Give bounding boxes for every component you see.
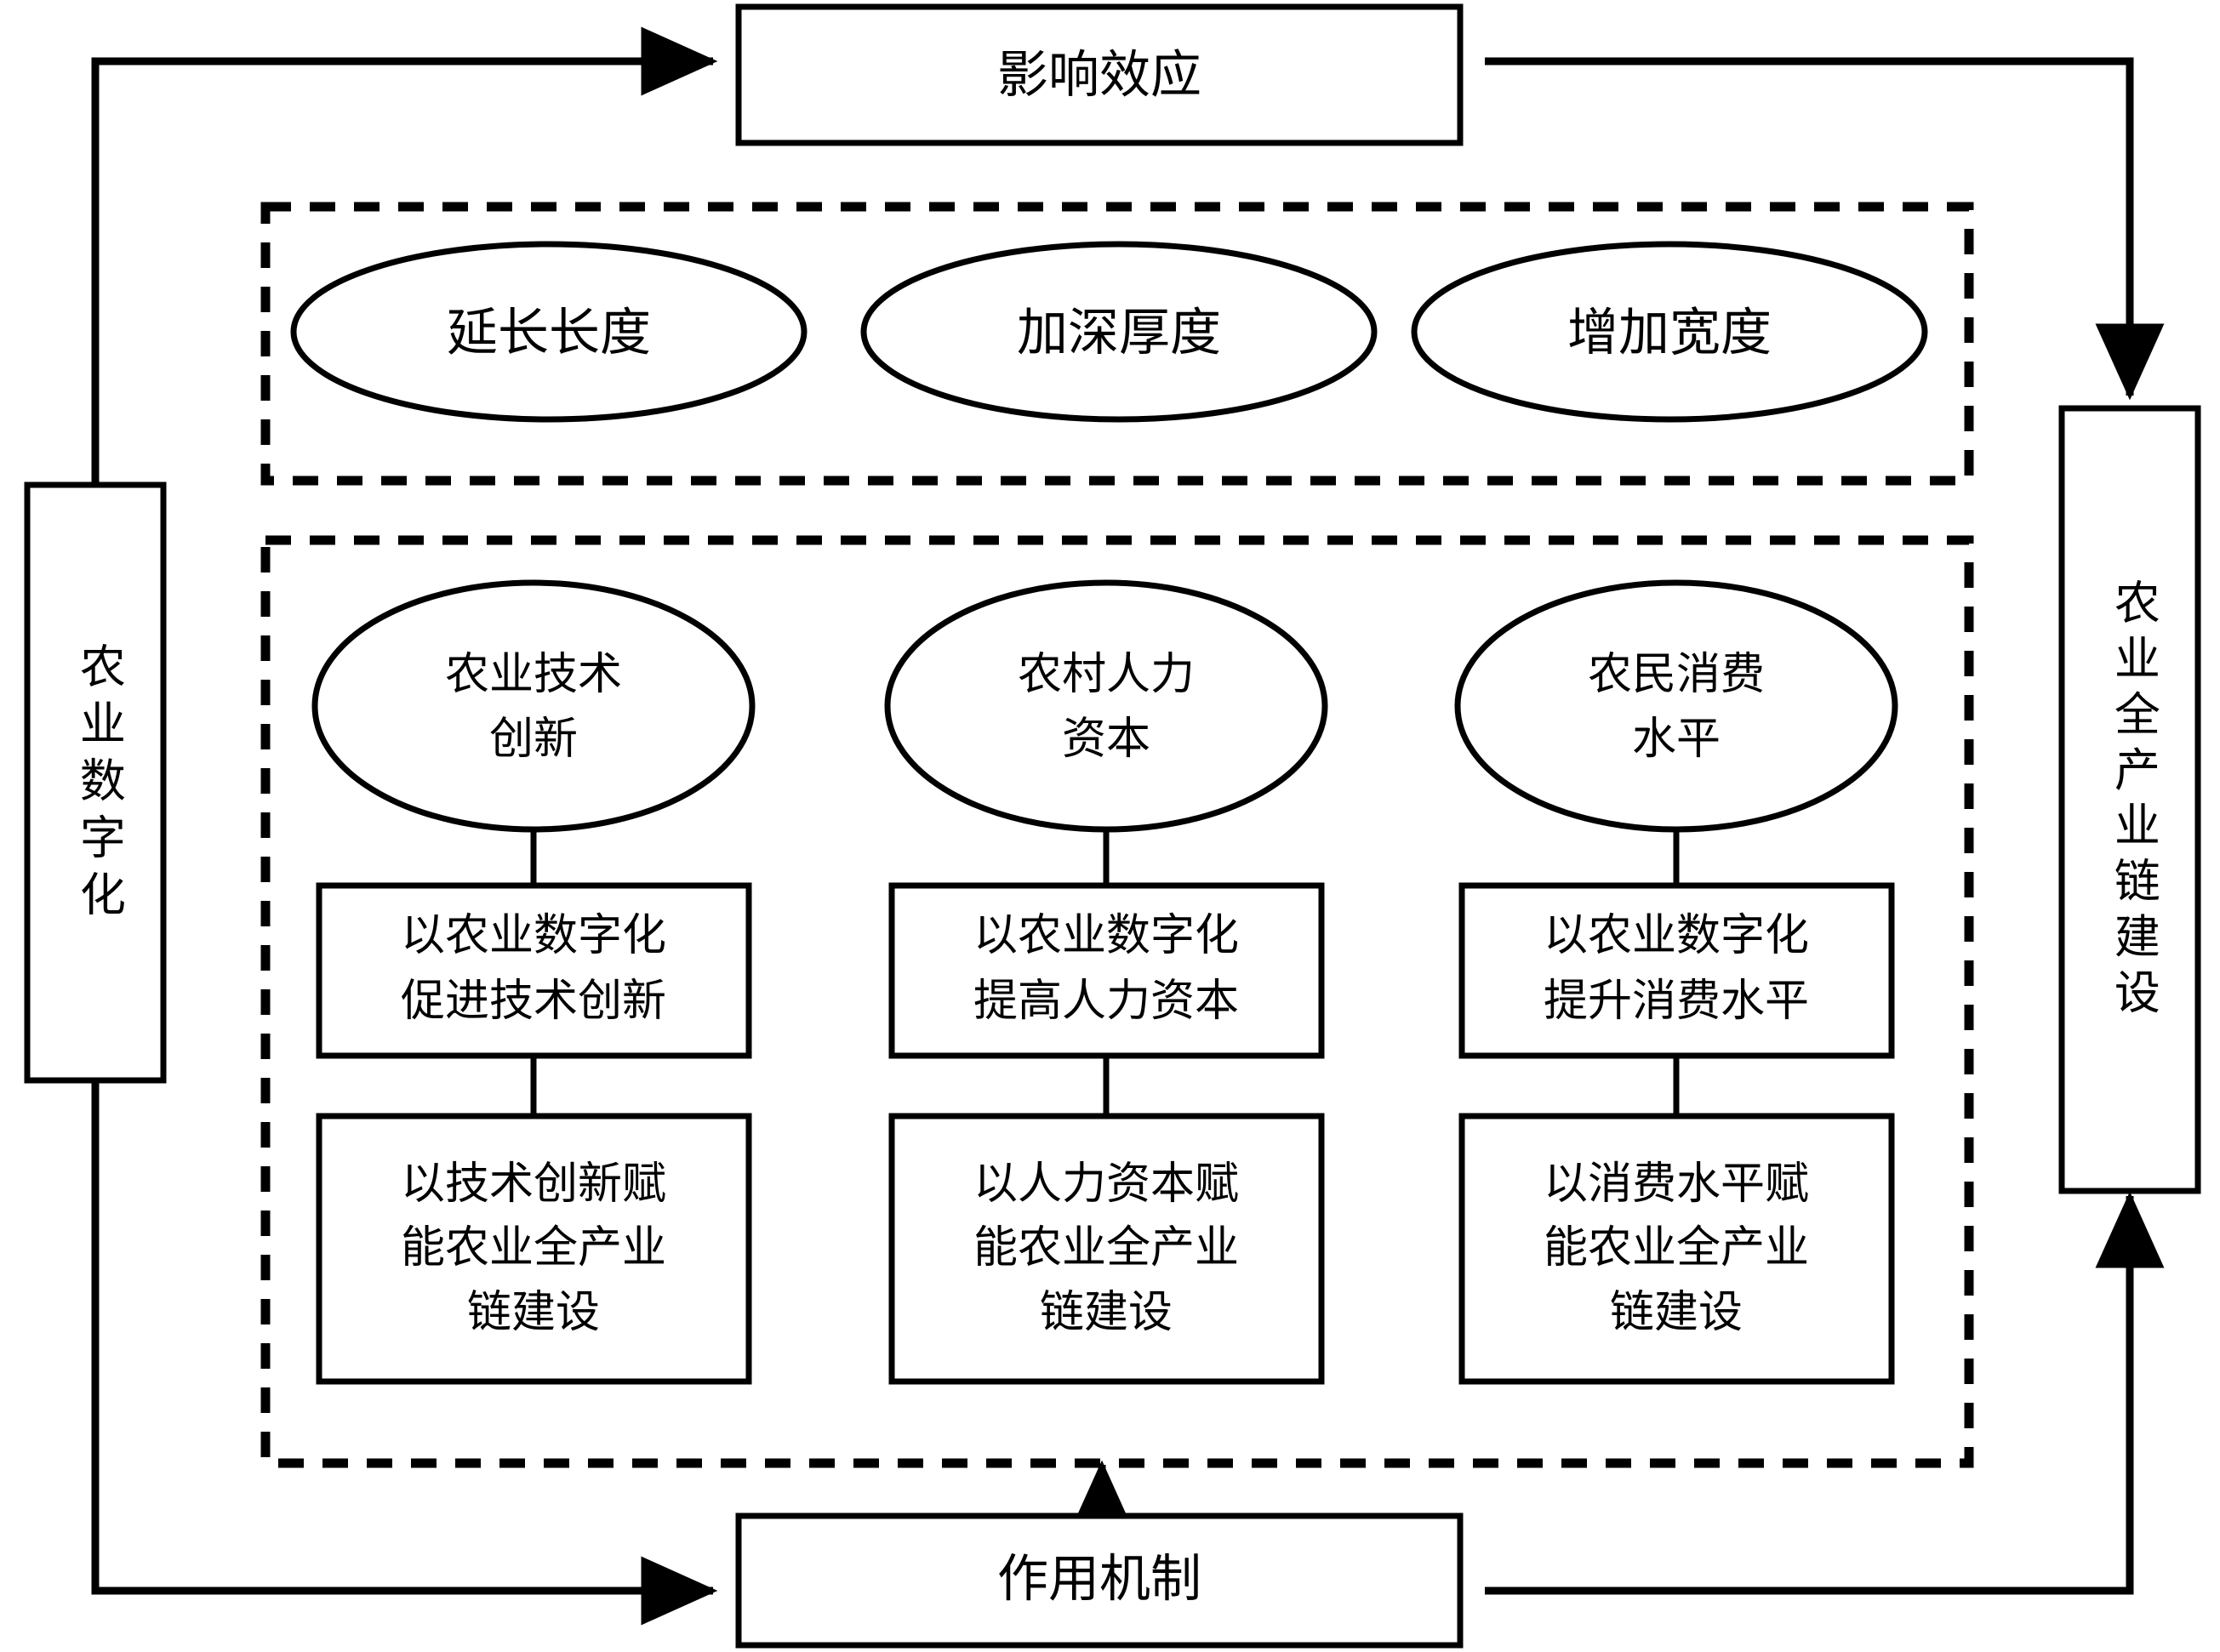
tech-innovation-lower-box[interactable] (316, 1113, 752, 1385)
human-capital-lower-box[interactable] (888, 1113, 1325, 1385)
consumption-level-lower-box[interactable] (1458, 1113, 1895, 1385)
consumption-level-ellipse[interactable] (1454, 579, 1898, 833)
extend-length-ellipse[interactable] (290, 241, 808, 423)
action-mechanism-group-border (260, 535, 1974, 1468)
human-capital-lower-line2: 能农业全产业 (973, 1222, 1239, 1273)
consumption-level-lower-line2: 能农业全产业 (1544, 1222, 1809, 1273)
ellipse-deepen-thickness[interactable]: 加深厚度 (860, 241, 1378, 423)
consumption-level-label-line2: 水平 (1632, 714, 1721, 765)
tech-innovation-ellipse[interactable] (311, 579, 756, 833)
human-capital-lower-line3: 链建设 (1040, 1287, 1173, 1338)
tech-innovation-upper-line1: 以农业数字化 (401, 910, 666, 961)
agricultural-digitalization-box[interactable] (24, 481, 167, 1084)
action-mechanism-label: 作用机制 (997, 1550, 1201, 1609)
human-capital-lower-line1: 以人力资本赋 (973, 1159, 1239, 1210)
deepen-thickness-label: 加深厚度 (1017, 304, 1221, 363)
impact-effect-label: 影响效应 (997, 46, 1201, 105)
tech-innovation-lower-line1: 以技术创新赋 (401, 1159, 666, 1210)
column-tech-innovation: 农业技术 创新 以农业数字化 促进技术创新 以技术创新赋 能农业全产业 链建设 (311, 579, 756, 1385)
full-industry-chain-node[interactable]: 农业全产业链建设 (2058, 405, 2201, 1194)
human-capital-upper-line1: 以农业数字化 (973, 910, 1239, 961)
arrow-mechanism-to-right (1485, 1191, 2165, 1595)
ellipse-extend-length[interactable]: 延长长度 (290, 241, 808, 423)
tech-innovation-lower-line2: 能农业全产业 (401, 1222, 666, 1273)
tech-innovation-label-line1: 农业技术 (445, 649, 622, 700)
consumption-level-lower-line1: 以消费水平赋 (1544, 1159, 1809, 1210)
arrow-left-to-mechanism (91, 1082, 718, 1626)
impact-effect-box[interactable] (735, 3, 1464, 146)
extend-length-label: 延长长度 (447, 304, 651, 363)
human-capital-upper-box[interactable] (888, 882, 1325, 1059)
ellipse-increase-width[interactable]: 增加宽度 (1411, 241, 1928, 423)
human-capital-label-line2: 资本 (1062, 714, 1150, 765)
impact-effect-node[interactable]: 影响效应 (735, 3, 1464, 146)
increase-width-label: 增加宽度 (1567, 304, 1772, 363)
impact-effect-group-border (260, 202, 1974, 486)
arrow-impact-to-right (1485, 57, 2165, 401)
column-human-capital: 农村人力 资本 以农业数字化 提高人力资本 以人力资本赋 能农业全产业 链建设 (884, 579, 1328, 1385)
human-capital-ellipse[interactable] (884, 579, 1328, 833)
tech-innovation-upper-box[interactable] (316, 882, 752, 1059)
deepen-thickness-ellipse[interactable] (860, 241, 1378, 423)
full-industry-chain-box[interactable] (2058, 405, 2201, 1194)
consumption-level-upper-box[interactable] (1458, 882, 1895, 1059)
action-mechanism-box[interactable] (735, 1512, 1464, 1649)
human-capital-label-line1: 农村人力 (1018, 649, 1195, 700)
consumption-level-lower-line3: 链建设 (1610, 1287, 1743, 1338)
increase-width-ellipse[interactable] (1411, 241, 1928, 423)
tech-innovation-label-line2: 创新 (489, 714, 578, 765)
consumption-level-upper-line1: 以农业数字化 (1544, 910, 1809, 961)
consumption-level-label-line1: 农民消费 (1588, 649, 1765, 700)
consumption-level-upper-line2: 提升消费水平 (1544, 976, 1809, 1027)
column-consumption-level: 农民消费 水平 以农业数字化 提升消费水平 以消费水平赋 能农业全产业 链建设 (1454, 579, 1898, 1385)
human-capital-upper-line2: 提高人力资本 (973, 976, 1239, 1027)
agricultural-digitalization-label: 农业数字化 (71, 642, 125, 923)
tech-innovation-lower-line3: 链建设 (467, 1287, 600, 1338)
tech-innovation-upper-line2: 促进技术创新 (401, 976, 666, 1027)
action-mechanism-node[interactable]: 作用机制 (735, 1512, 1464, 1649)
agricultural-digitalization-node[interactable]: 农业数字化 (24, 481, 167, 1084)
